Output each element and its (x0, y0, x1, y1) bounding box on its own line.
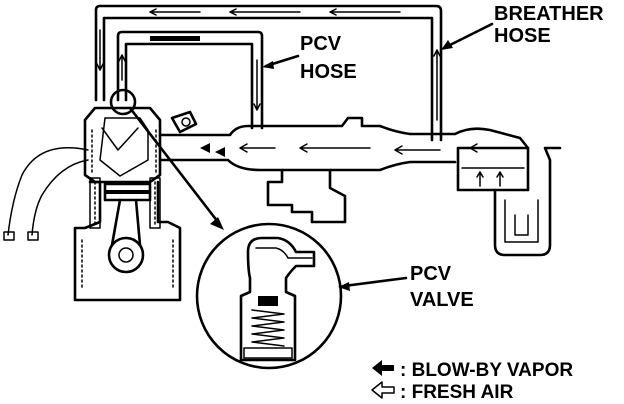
pcv-valve-detail (195, 222, 343, 370)
legend-blow-by-arrow-icon (372, 360, 394, 376)
pcv-valve-callout (128, 106, 224, 230)
pcv-hose-label-line2: HOSE (300, 61, 357, 83)
pcv-valve-label: PCV VALVE (338, 263, 474, 311)
pcv-valve-label-line2: VALVE (410, 289, 474, 311)
pcv-valve-label-line1: PCV (410, 263, 452, 285)
breather-hose-label: BREATHER HOSE (441, 3, 604, 50)
breather-hose-label-line1: BREATHER (494, 3, 604, 25)
intake-duct (158, 110, 530, 224)
breather-hose (94, 4, 443, 142)
pcv-hose (116, 30, 264, 130)
pcv-hose-label-line1: PCV (300, 33, 342, 55)
left-harness (3, 147, 89, 241)
legend-fresh-air-arrow-icon (371, 381, 395, 399)
legend-fresh-air-text: : FRESH AIR (400, 382, 514, 403)
engine-cylinder-head (83, 88, 162, 184)
breather-hose-label-line2: HOSE (494, 25, 551, 47)
pcv-hose-label: PCV HOSE (262, 33, 357, 83)
legend-blow-by-text: : BLOW-BY VAPOR (400, 360, 573, 381)
legend: : BLOW-BY VAPOR : FRESH AIR (371, 360, 573, 403)
engine-block (73, 177, 182, 302)
air-cleaner (456, 146, 562, 257)
